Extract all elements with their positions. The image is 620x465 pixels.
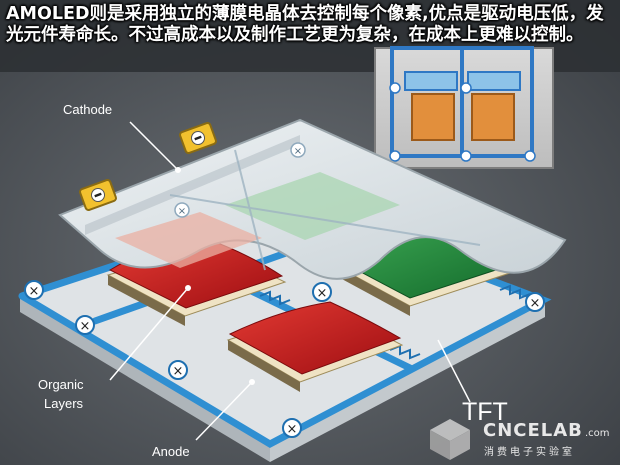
site-watermark: CNCELAB .com 消费电子实验室 xyxy=(430,419,610,460)
cube-logo-icon xyxy=(430,419,470,460)
svg-text:×: × xyxy=(173,364,184,379)
svg-text:×: × xyxy=(287,422,298,437)
plus-icon xyxy=(460,82,472,94)
watermark-suffix: .com xyxy=(585,428,610,439)
plus-icon xyxy=(174,202,190,218)
cathode-label: Cathode xyxy=(63,102,112,117)
organic-label-line1: Organic xyxy=(38,377,84,392)
inset-detail xyxy=(374,46,554,169)
power-terminals xyxy=(79,122,217,211)
plus-icon xyxy=(524,150,536,162)
tft-connector-icons: × × × × × × xyxy=(24,280,545,438)
plus-icon xyxy=(389,82,401,94)
svg-text:×: × xyxy=(29,284,40,299)
tft-label: TFT xyxy=(462,398,508,426)
svg-text:×: × xyxy=(530,296,541,311)
svg-text:×: × xyxy=(80,319,91,334)
svg-text:×: × xyxy=(317,286,328,301)
watermark-brand: CNCELAB xyxy=(483,420,583,441)
svg-text:×: × xyxy=(178,206,186,217)
caption-text: AMOLED则是采用独立的薄膜电晶体去控制每个像素,优点是驱动电压低，发光元件寿… xyxy=(6,4,604,45)
plus-icon xyxy=(290,142,306,158)
cathode-sheet: × × xyxy=(58,118,567,280)
organic-label-line2: Layers xyxy=(44,396,84,411)
plus-icon xyxy=(460,150,472,162)
plus-icon xyxy=(389,150,401,162)
watermark-tagline: 消费电子实验室 xyxy=(484,445,575,458)
svg-text:×: × xyxy=(294,146,302,157)
callout-lines xyxy=(109,121,471,441)
anode-label: Anode xyxy=(152,444,190,459)
